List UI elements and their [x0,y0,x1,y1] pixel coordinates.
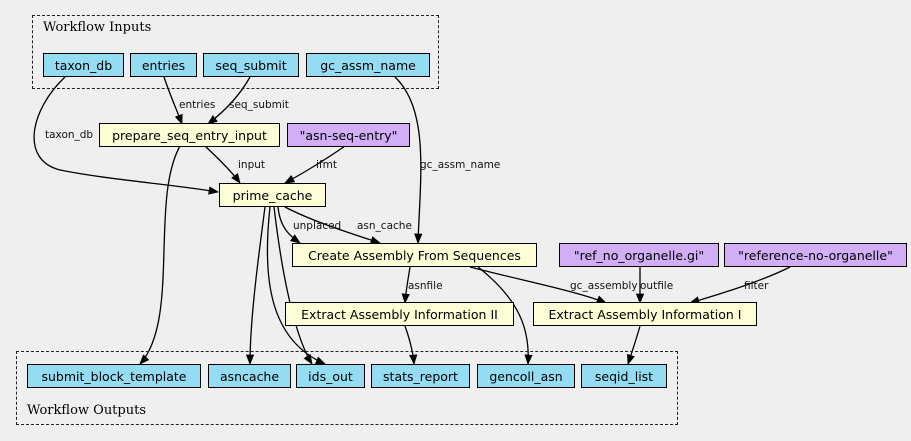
edge-label-outfile: outfile [640,280,673,292]
node-submit-block-template[interactable]: submit_block_template [27,364,201,388]
edge-label-asnfile: asnfile [408,280,443,292]
node-seq-submit[interactable]: seq_submit [203,53,299,77]
node-stats-report[interactable]: stats_report [371,364,470,388]
edge-asnseq-primecache [284,145,346,184]
edge-prime-create-asncache [284,206,381,245]
edge-label-taxon-db: taxon_db [45,129,93,141]
workflow-outputs-cluster [16,351,678,425]
edge-create-gencoll [477,266,533,366]
edge-create-extract2 [401,266,411,305]
edge-label-filter: filter [744,280,769,292]
node-seqid-list[interactable]: seqid_list [581,364,667,388]
edge-label-gc-assembly: gc_assembly [570,280,638,292]
edge-prime-asncache [245,206,266,366]
node-asncache[interactable]: asncache [208,364,291,388]
workflow-inputs-cluster [32,15,439,89]
edge-taxondb-primecache [33,76,220,195]
node-entries[interactable]: entries [130,53,197,77]
edge-label-seq-submit: seq_submit [229,99,289,111]
edge-prepare-submitblock [139,145,181,365]
edge-create-extract1 [469,266,607,304]
node-gc-assm-name[interactable]: gc_assm_name [306,53,430,77]
edge-label-input: input [238,159,265,171]
edge-label-unplaced: unplaced [293,220,341,232]
node-ref-no-organelle-gi[interactable]: "ref_no_organelle.gi" [559,243,719,267]
edge-extract2-stats [404,325,418,366]
node-extract-info-1[interactable]: Extract Assembly Information I [533,302,757,326]
edge-extract1-seqid [627,325,641,365]
edge-label-asn-cache: asn_cache [357,220,412,232]
edge-label-entries: entries [179,99,215,111]
node-extract-info-2[interactable]: Extract Assembly Information II [285,302,514,326]
node-prime-cache[interactable]: prime_cache [219,183,326,207]
node-gencoll-asn[interactable]: gencoll_asn [477,364,575,388]
node-ids-out[interactable]: ids_out [296,364,365,388]
edge-prime-create-unplaced [277,206,301,244]
node-taxon-db[interactable]: taxon_db [43,53,124,77]
node-create-assembly[interactable]: Create Assembly From Sequences [292,243,537,267]
edge-entries-prepare [163,76,183,125]
edge-gcassm-create [394,76,423,245]
edge-seqsubmit-prepare [207,76,251,125]
node-prepare-seq-entry-input[interactable]: prepare_seq_entry_input [99,123,280,147]
edge-reference-extract1 [689,266,791,305]
workflow-outputs-title: Workflow Outputs [27,403,146,418]
edge-label-ifmt: ifmt [316,159,337,171]
edge-prepare-primecache [204,145,241,184]
edge-prime-idsout [266,206,326,365]
workflow-inputs-title: Workflow Inputs [43,20,152,35]
node-asn-seq-entry[interactable]: "asn-seq-entry" [287,123,410,147]
edge-label-gc-assm-name: gc_assm_name [420,159,500,171]
node-reference-no-organelle[interactable]: "reference-no-organelle" [724,243,907,267]
